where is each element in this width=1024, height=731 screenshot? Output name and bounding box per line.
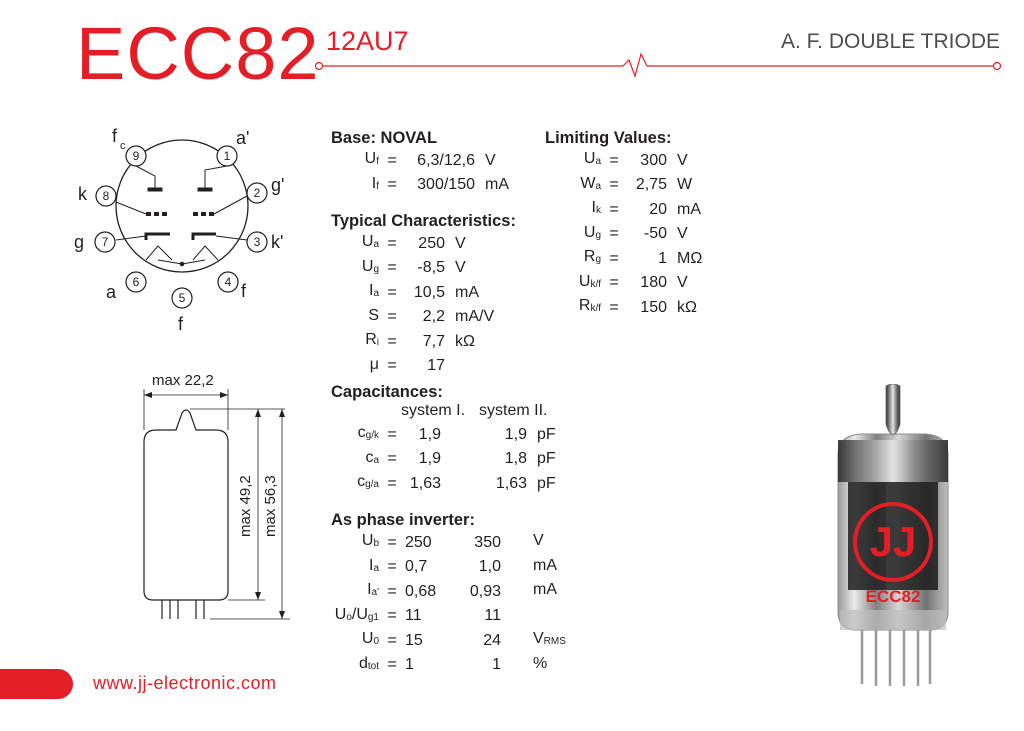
pin-label: f [241,281,247,301]
param-row: If = 300/150 mA [371,174,509,194]
pin-4 [217,271,239,293]
pin-label: a' [236,128,249,148]
typical-label: Typical Characteristics: [331,212,516,230]
param-row: Uf = 6,3/12,6 V [364,150,496,169]
pin-number: 7 [102,235,109,249]
dim-height-1: max 49,2 [237,475,254,537]
base-label: Base: NOVAL [331,129,438,147]
pin-5 [171,287,193,309]
tube-model-print: ECC82 [866,587,921,606]
footer-accent-bar [0,669,73,699]
base-section: Base: NOVAL Uf = 6,3/12,6 V If = 300/150… [331,129,509,197]
tube-illustration: JJ ECC82 [837,384,949,686]
system-1-header: system I. [401,402,466,419]
tube-description: A. F. DOUBLE TRIODE [781,30,1000,53]
pin-number: 3 [254,235,261,249]
page-title: ECC82 [76,12,320,95]
pin-label: f [112,126,118,146]
pin-label: f [178,314,184,334]
pin-number: 9 [133,149,140,163]
pin-number: 6 [133,275,140,289]
pin-label: g' [271,175,284,195]
system-2-header: system II. [479,402,548,419]
pin-number: 8 [103,189,110,203]
pin-6 [125,271,147,293]
pin-label: k' [271,232,283,252]
capacitance-section: Capacitances: system I. system II. cg/k=… [331,383,556,496]
dim-height-2: max 56,3 [262,475,279,537]
header-signal-line [315,52,1002,78]
pin-2 [246,182,268,204]
tube-brand: JJ [870,518,917,565]
pin-label-sub: c [120,140,126,152]
pin-8 [95,185,117,207]
limiting-label: Limiting Values: [545,129,672,147]
pin-label: k [78,184,88,204]
pinout-diagram: 1 2 3 4 5 6 7 8 9 a' g' k' f f a g k f c [74,126,284,334]
capacitance-label: Capacitances: [331,383,443,401]
pin-label: g [74,232,84,252]
dim-width: max 22,2 [152,372,214,389]
pin-number: 4 [225,275,232,289]
pin-3 [246,231,268,253]
website-link[interactable]: www.jj-electronic.com [93,673,277,693]
phase-label: As phase inverter: [331,511,475,529]
pin-number: 2 [254,186,261,200]
pin-label: a [106,282,117,302]
tube-equivalent: 12AU7 [326,26,409,56]
pin-number: 5 [179,291,186,305]
pin-number: 1 [224,149,231,163]
dimension-drawing: max 49,2 max 56,3 [143,389,290,620]
pin-7 [94,231,116,253]
param-row: μ=17 [369,355,445,375]
